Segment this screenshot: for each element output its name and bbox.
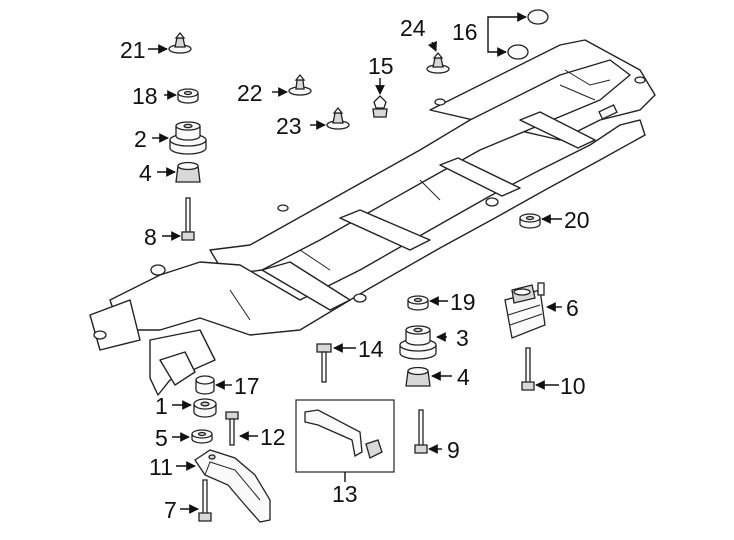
- callout-label-16: 16: [452, 19, 478, 45]
- callout-label-11: 11: [149, 454, 173, 480]
- part-20-insulator-washer: [519, 213, 541, 229]
- callout-label-18: 18: [132, 83, 158, 109]
- part-6-mass-damper: [504, 282, 546, 339]
- part-15-retainer-nut: [372, 95, 388, 118]
- part-13-repair-kit-box: [295, 399, 395, 473]
- callout-label-19: 19: [450, 289, 476, 315]
- part-22-push-pin-clip: [288, 73, 312, 96]
- callout-arrows: [148, 12, 562, 514]
- part-21-push-pin-clip: [168, 31, 192, 54]
- callout-label-1: 1: [155, 393, 168, 419]
- part-23-push-pin-clip: [326, 106, 350, 130]
- part-16-plug-upper: [527, 9, 549, 25]
- callout-label-15: 15: [368, 53, 394, 79]
- callout-label-8: 8: [144, 224, 157, 250]
- callout-label-6: 6: [566, 295, 579, 321]
- part-10-bolt: [521, 347, 535, 391]
- callout-label-4: 4: [457, 364, 470, 390]
- part-2-body-mount: [169, 121, 207, 155]
- callout-label-10: 10: [560, 373, 586, 399]
- callout-label-23: 23: [276, 113, 302, 139]
- part-14-bolt: [316, 343, 332, 383]
- callout-label-22: 22: [237, 80, 263, 106]
- callout-label-21: 21: [120, 37, 146, 63]
- part-7-bolt: [198, 479, 212, 522]
- callout-label-24: 24: [400, 15, 426, 41]
- part-4-mount-retainer: [175, 161, 201, 183]
- callout-label-2: 2: [134, 126, 147, 152]
- callout-label-14: 14: [358, 336, 384, 362]
- callout-label-13: 13: [332, 481, 358, 507]
- part-17-bushing: [195, 375, 215, 395]
- part-19-insulator-washer: [407, 295, 429, 311]
- part-18-insulator-washer: [177, 88, 199, 104]
- callout-label-7: 7: [164, 497, 177, 523]
- part-8-bolt: [181, 197, 195, 241]
- part-3-body-mount: [399, 325, 437, 360]
- part-11-support-bracket: [194, 449, 271, 523]
- part-24-push-pin-clip: [426, 51, 450, 74]
- callout-label-9: 9: [447, 437, 460, 463]
- callout-label-20: 20: [564, 207, 590, 233]
- part-16-plug-lower: [507, 44, 529, 60]
- callout-label-12: 12: [260, 424, 286, 450]
- frame-assembly: [89, 39, 656, 396]
- part-1-bushing: [193, 398, 217, 418]
- callout-label-5: 5: [155, 425, 168, 451]
- callout-label-3: 3: [456, 325, 469, 351]
- callout-label-4: 4: [139, 160, 152, 186]
- part-4-mount-retainer: [405, 366, 431, 387]
- callout-label-17: 17: [234, 373, 260, 399]
- part-5-insulator-washer: [191, 429, 213, 444]
- part-12-bolt: [225, 411, 239, 446]
- callout-labels: 21 18 2 4 8 22 23 15 24 16 20 19 6 3 4 1…: [120, 15, 590, 523]
- part-9-bolt: [414, 409, 428, 454]
